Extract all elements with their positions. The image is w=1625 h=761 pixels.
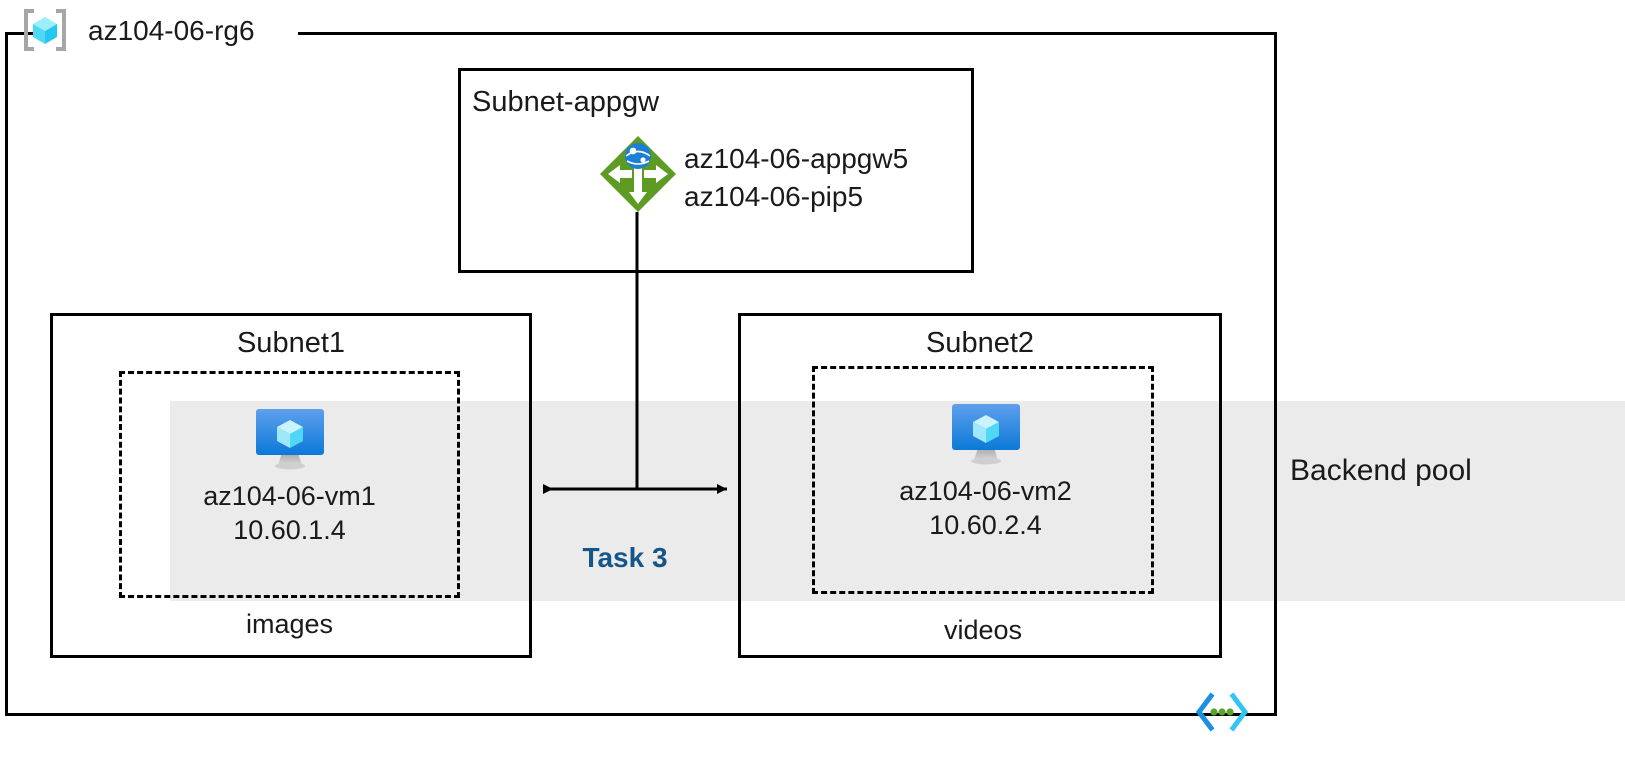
task-3-annotation: Task 3: [582, 542, 668, 573]
code-brackets-icon: [1194, 692, 1250, 732]
resource-group-title-mask: [36, 20, 298, 50]
backend-pool-band: [170, 401, 1625, 601]
virtual-machine-icon: [944, 398, 1028, 468]
subnet2-caption: videos: [943, 615, 1023, 645]
subnet1-box: [50, 313, 532, 658]
resource-group-label: az104-06-rg6: [88, 15, 255, 46]
vm1-ip: 10.60.1.4: [233, 515, 346, 545]
subnet2-title: Subnet2: [925, 327, 1035, 359]
vm2-block: az104-06-vm2 10.60.2.4: [855, 398, 1116, 542]
backend-pool-label: Backend pool: [1290, 454, 1472, 487]
application-gateway-labels: az104-06-appgw5 az104-06-pip5: [684, 140, 908, 216]
appgw-name-line: az104-06-appgw5: [684, 143, 909, 174]
subnet2-nic-group: [812, 366, 1154, 594]
subnet2-box: [738, 313, 1222, 658]
subnet-appgw-box: [458, 68, 974, 273]
vm1-name: az104-06-vm1: [203, 481, 376, 511]
subnet1-nic-group: [119, 371, 460, 598]
subnet1-caption: images: [245, 609, 334, 639]
subnet1-title: Subnet1: [236, 327, 346, 359]
resource-group-icon: [22, 8, 68, 52]
vm1-block: az104-06-vm1 10.60.1.4: [159, 403, 420, 547]
vm2-ip: 10.60.2.4: [929, 510, 1042, 540]
application-gateway-icon: [598, 134, 678, 214]
subnet-appgw-title: Subnet-appgw: [472, 86, 660, 118]
vm2-name: az104-06-vm2: [899, 476, 1072, 506]
virtual-machine-icon: [248, 403, 332, 473]
resource-group-box: [5, 32, 1277, 716]
appgw-pip-line: az104-06-pip5: [684, 181, 864, 212]
